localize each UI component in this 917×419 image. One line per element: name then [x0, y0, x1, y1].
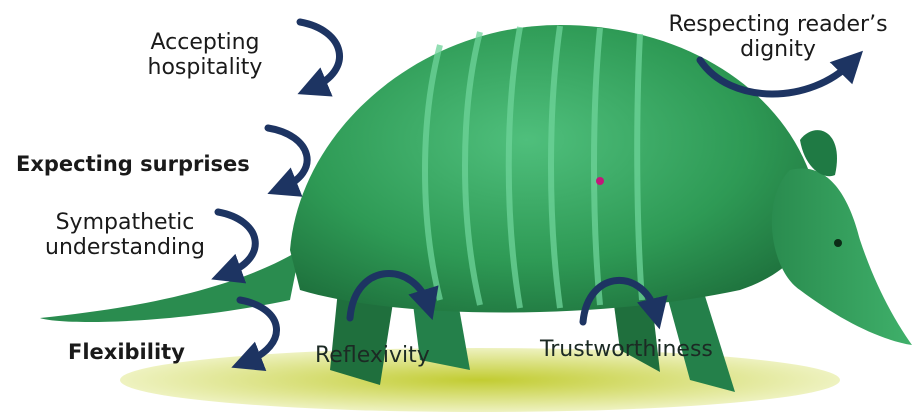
label-trustworthiness: Trustworthiness: [540, 337, 713, 362]
curved-arrow-icon: [268, 128, 307, 188]
label-accepting-hospitality-line1: Accepting: [130, 30, 280, 55]
armadillo-head: [772, 168, 912, 345]
label-respecting-line2: dignity: [648, 37, 908, 62]
label-sympathetic-line1: Sympathetic: [30, 210, 220, 235]
label-flexibility-text: Flexibility: [68, 340, 185, 364]
curved-arrow-icon: [240, 300, 277, 362]
label-expecting-surprises-text: Expecting surprises: [16, 152, 250, 176]
shell-dot: [596, 177, 604, 185]
label-reflexivity: Reflexivity: [315, 343, 430, 368]
label-trustworthiness-text: Trustworthiness: [540, 337, 713, 362]
label-accepting-hospitality-line2: hospitality: [130, 55, 280, 80]
label-accepting-hospitality: Accepting hospitality: [130, 30, 280, 80]
label-expecting-surprises: Expecting surprises: [16, 152, 250, 177]
label-respecting-readers-dignity: Respecting reader’s dignity: [648, 12, 908, 62]
label-flexibility: Flexibility: [68, 340, 185, 365]
ground-shadow: [120, 348, 840, 412]
label-sympathetic-line2: understanding: [30, 235, 220, 260]
label-sympathetic-understanding: Sympathetic understanding: [30, 210, 220, 260]
label-respecting-line1: Respecting reader’s: [648, 12, 908, 37]
curved-arrow-icon: [218, 212, 255, 274]
label-reflexivity-text: Reflexivity: [315, 343, 430, 368]
curved-arrow-icon: [300, 22, 340, 88]
armadillo-eye: [834, 239, 842, 247]
